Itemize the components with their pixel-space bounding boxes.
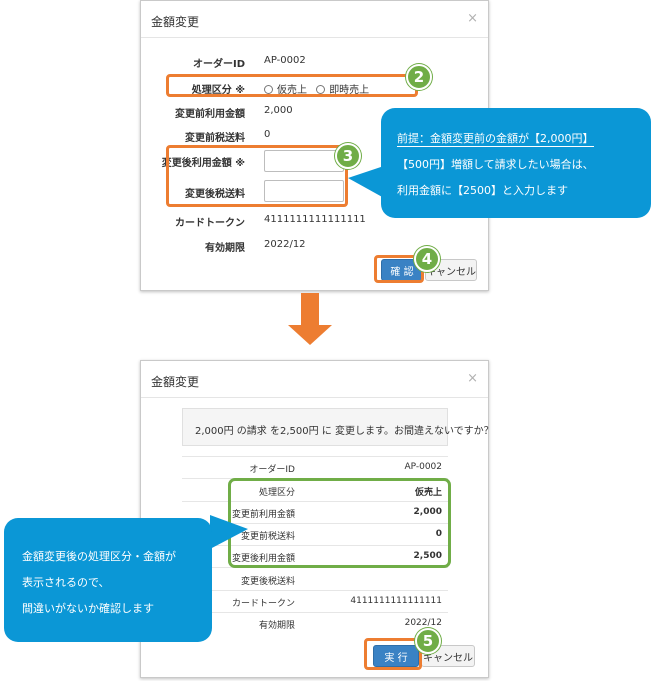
radio-immediate-sale[interactable]: 即時売上 — [316, 85, 369, 96]
before-tax-shipping-label: 変更前税送料 — [240, 532, 295, 542]
expiry-label: 有効期限 — [205, 243, 245, 254]
callout-input-text: 利用金額に【2500】と入力します — [397, 184, 568, 197]
before-amount-label: 変更前利用金額 — [231, 510, 295, 520]
confirm-message: 2,000円 の請求 を2,500円 に 変更します。お間違えないですか？ — [182, 408, 494, 446]
callout-increase-text: 【500円】増額して請求したい場合は、 — [397, 158, 594, 171]
order-id-label: オーダーID — [249, 465, 295, 475]
radio-provisional-sale-label: 仮売上 — [277, 85, 307, 96]
row-divider — [182, 523, 448, 524]
before-amount-label: 変更前利用金額 — [175, 109, 245, 120]
before-amount-value: 2,000 — [413, 507, 442, 517]
highlight-process-type — [166, 74, 418, 97]
step-badge-5: 5 — [415, 628, 441, 654]
order-id-label: オーダーID — [192, 59, 245, 70]
row-divider — [182, 590, 448, 591]
step-badge-2: 2 — [406, 64, 432, 90]
card-token-label: カードトークン — [175, 218, 245, 229]
before-tax-shipping-label: 変更前税送料 — [185, 133, 245, 144]
after-amount-label: 変更後利用金額 ※ — [161, 158, 245, 169]
expiry-value: 2022/12 — [404, 618, 442, 628]
check-callout: 金額変更後の処理区分・金額が 表示されるので、 間違いがないか確認します — [4, 518, 212, 642]
close-icon[interactable]: × — [467, 371, 478, 386]
callout-tail — [210, 515, 248, 549]
highlight-execute-button — [364, 638, 422, 670]
dialog-header: 金額変更 × — [141, 361, 488, 398]
after-amount-value: 2,500 — [413, 551, 442, 561]
premise-callout: 前提：金額変更前の金額が【2,000円】 【500円】増額して請求したい場合は、… — [381, 108, 651, 218]
highlight-after-amount-fields — [166, 145, 348, 207]
after-tax-shipping-label: 変更後税送料 — [185, 189, 245, 200]
process-type-value: 仮売上 — [414, 488, 442, 498]
radio-immediate-sale-label: 即時売上 — [329, 85, 370, 96]
process-type-options: 仮売上 即時売上 — [264, 81, 369, 96]
step-badge-4: 4 — [414, 246, 440, 272]
order-id-value: AP-0002 — [264, 55, 306, 66]
row-divider — [182, 501, 448, 502]
order-id-value: AP-0002 — [404, 462, 442, 472]
after-tax-shipping-label: 変更後税送料 — [240, 577, 295, 587]
card-token-value: 4111111111111111 — [264, 214, 366, 225]
dialog-title: 金額変更 — [151, 15, 200, 29]
radio-icon — [264, 85, 273, 94]
before-amount-value: 2,000 — [264, 105, 293, 116]
after-amount-label: 変更後利用金額 — [231, 554, 295, 564]
callout-check-line3: 間違いがないか確認します — [22, 602, 154, 615]
before-tax-shipping-value: 0 — [264, 129, 271, 140]
execute-button[interactable]: 実 行 — [373, 645, 419, 667]
step-badge-3: 3 — [335, 143, 361, 169]
process-type-label: 処理区分 ※ — [191, 85, 245, 96]
row-divider — [182, 456, 448, 457]
callout-check-line2: 表示されるので、 — [22, 576, 110, 589]
card-token-value: 4111111111111111 — [350, 596, 442, 606]
callout-premise-text: 前提：金額変更前の金額が【2,000円】 — [397, 132, 594, 147]
callout-tail — [348, 166, 384, 198]
expiry-value: 2022/12 — [264, 239, 306, 250]
row-divider — [182, 612, 448, 613]
callout-check-line1: 金額変更後の処理区分・金額が — [22, 550, 176, 563]
down-arrow-shaft — [301, 293, 319, 325]
expiry-label: 有効期限 — [258, 621, 295, 631]
down-arrow-icon — [288, 325, 332, 345]
after-tax-shipping-input[interactable] — [264, 180, 344, 202]
radio-icon — [316, 85, 326, 94]
row-divider — [182, 545, 448, 546]
highlight-changed-values — [228, 478, 451, 568]
close-icon[interactable]: × — [467, 11, 478, 26]
dialog-header: 金額変更 × — [141, 1, 488, 38]
radio-provisional-sale[interactable]: 仮売上 — [264, 85, 307, 96]
card-token-label: カードトークン — [231, 599, 295, 609]
before-tax-shipping-value: 0 — [435, 529, 442, 539]
process-type-label: 処理区分 — [258, 488, 295, 498]
dialog-title: 金額変更 — [151, 375, 200, 389]
